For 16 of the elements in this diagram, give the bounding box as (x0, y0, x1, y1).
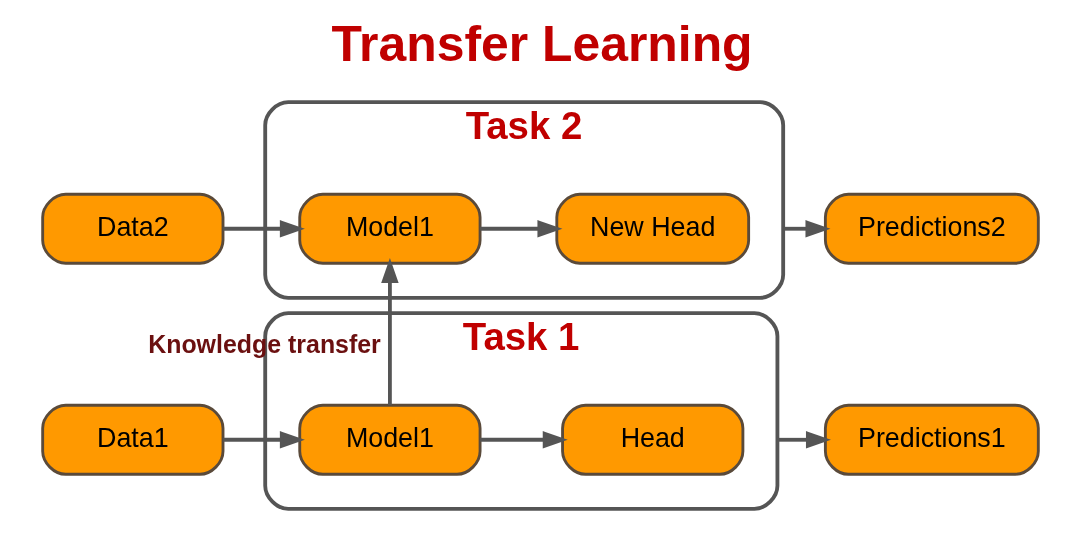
arrow (380, 258, 399, 406)
node-box: Head (560, 403, 744, 476)
node-box: New Head (554, 192, 750, 265)
node-box: Predictions1 (823, 403, 1040, 476)
diagram-title: Transfer Learning (330, 16, 753, 73)
node-box: Predictions2 (823, 192, 1040, 265)
node-box: Model1 (297, 192, 481, 265)
arrow (222, 431, 305, 449)
arrow (782, 220, 830, 238)
node-box: Data1 (40, 403, 224, 476)
arrow (776, 431, 831, 449)
arrow (479, 431, 568, 449)
node-box: Model1 (297, 403, 481, 476)
arrow (222, 220, 305, 238)
arrow (479, 220, 562, 238)
node-box: Data2 (40, 192, 224, 265)
